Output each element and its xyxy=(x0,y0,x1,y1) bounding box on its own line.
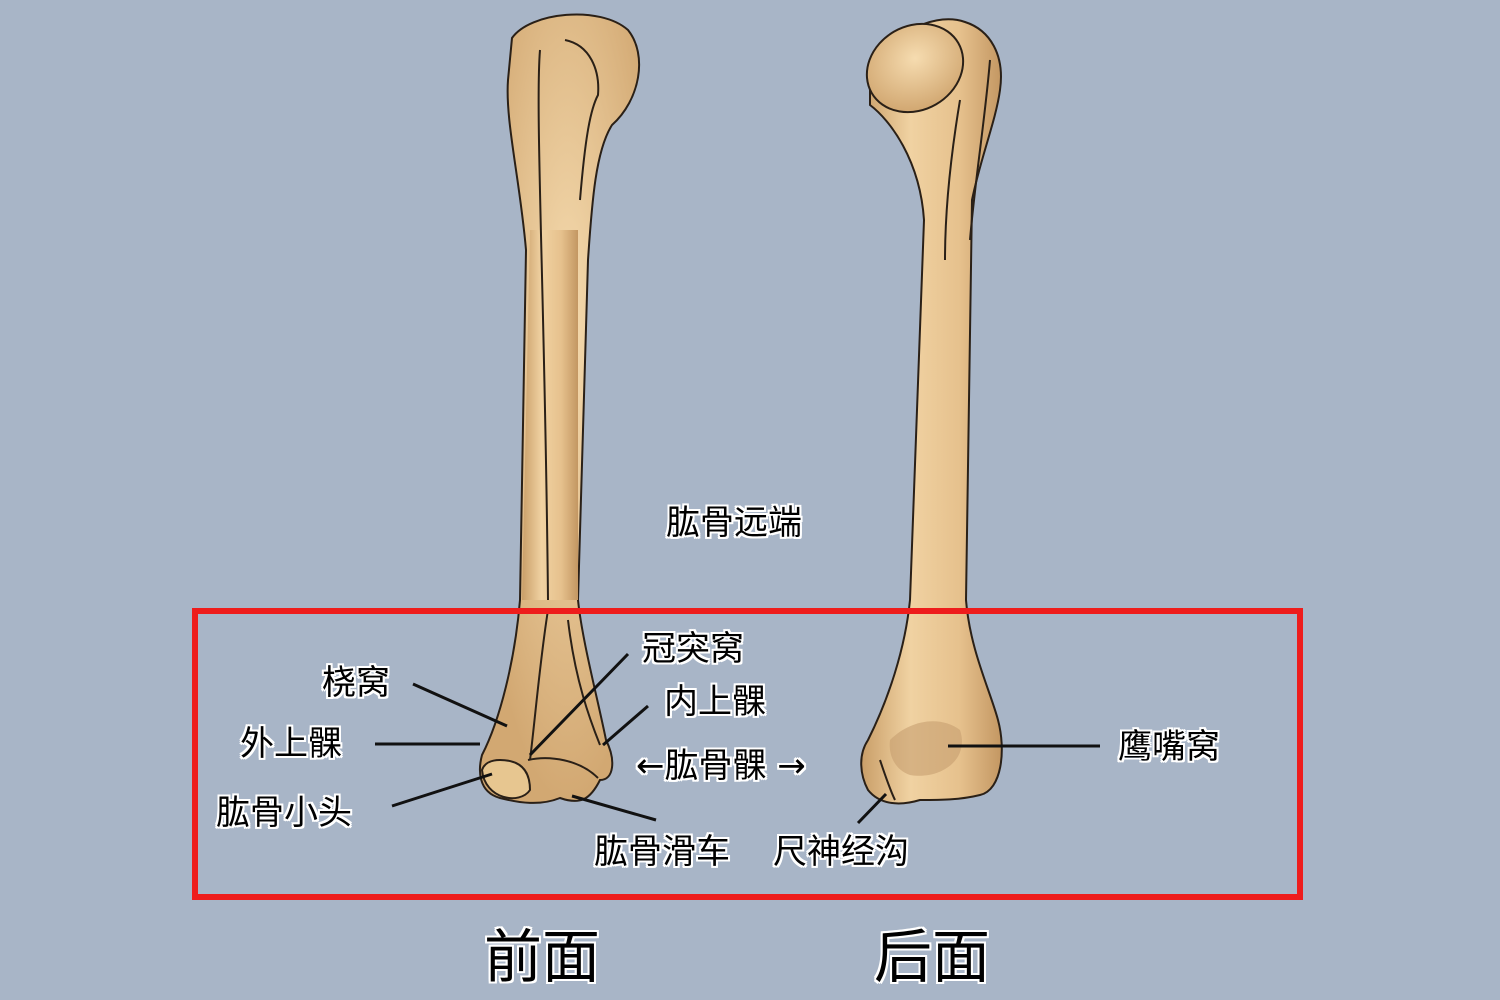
label-condyle: ←肱骨髁 → xyxy=(636,746,806,786)
label-ulnar-groove: 尺神经沟 xyxy=(773,832,909,872)
label-capitulum: 肱骨小头 xyxy=(216,793,352,833)
distal-region-highlight xyxy=(192,608,1303,900)
back-humerus-bone xyxy=(860,18,1003,805)
leader-medial-epicondyle xyxy=(602,704,649,747)
leader-radial-fossa xyxy=(412,682,508,728)
label-medial-epicondyle: 内上髁 xyxy=(664,682,766,722)
label-lateral-epicondyle: 外上髁 xyxy=(240,724,342,764)
label-trochlea: 肱骨滑车 xyxy=(594,832,730,872)
leader-coronoid-fossa xyxy=(528,652,630,757)
leader-lines xyxy=(375,652,1100,825)
label-olecranon-fossa: 鹰嘴窝 xyxy=(1118,727,1220,767)
label-coronoid-fossa: 冠突窝 xyxy=(642,629,744,669)
view-label-back: 后面 xyxy=(874,923,991,991)
leader-trochlea xyxy=(571,794,657,822)
front-humerus-bone xyxy=(479,13,641,804)
leader-capitulum xyxy=(391,772,493,808)
label-radial-fossa: 桡窝 xyxy=(322,663,390,703)
view-label-front: 前面 xyxy=(484,923,601,991)
title-label: 肱骨远端 xyxy=(666,503,802,543)
leader-ulnar-groove xyxy=(856,792,888,825)
